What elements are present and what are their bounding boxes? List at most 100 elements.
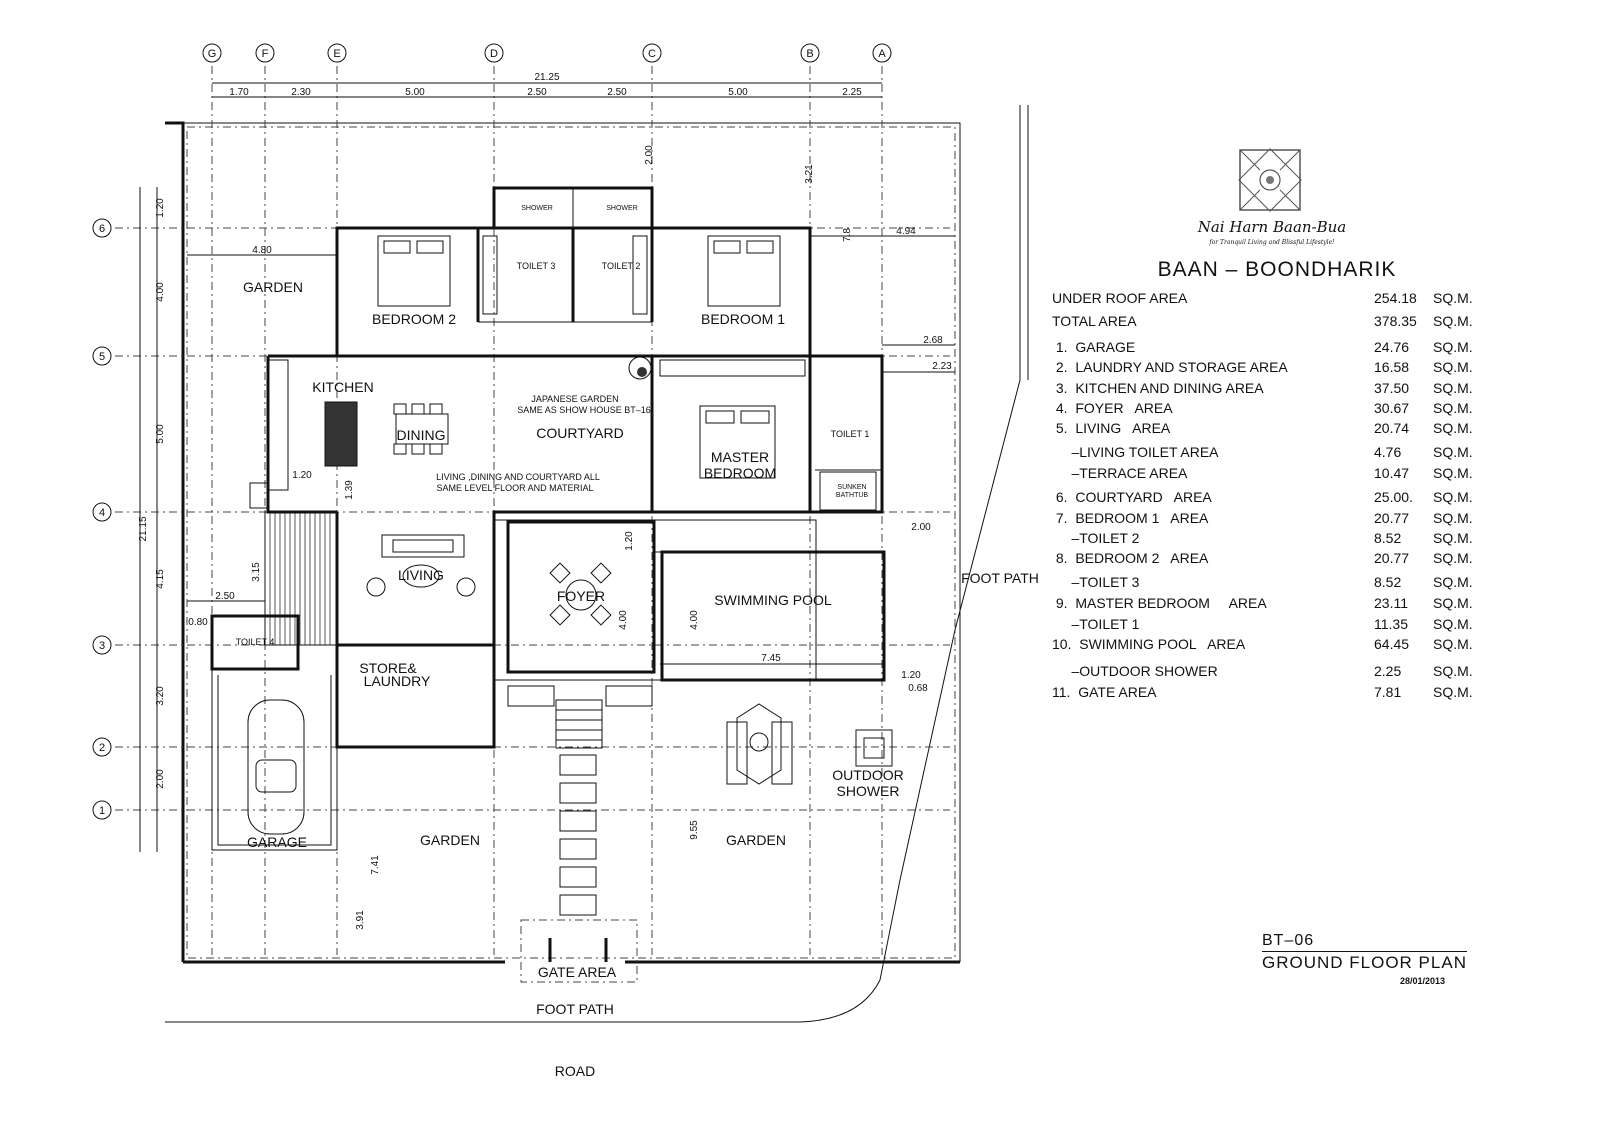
area-unit: SQ.M.	[1433, 444, 1473, 460]
area-unit: SQ.M.	[1433, 290, 1473, 306]
area-name: 11. GATE AREA	[1052, 684, 1157, 700]
area-value: 23.11	[1374, 595, 1408, 611]
area-value: 7.81	[1374, 684, 1402, 700]
svg-text:0.68: 0.68	[908, 683, 928, 694]
grid-bubble-3: 3	[92, 635, 112, 655]
svg-text:2.68: 2.68	[923, 335, 943, 346]
svg-text:2.50: 2.50	[607, 87, 627, 98]
grid-bubble-d: D	[484, 43, 504, 63]
label-garage: GARAGE	[247, 834, 307, 850]
label-road: ROAD	[555, 1063, 595, 1079]
svg-text:1.39: 1.39	[344, 480, 355, 500]
top-dimensions: 21.25 1.70 2.30 5.00 2.50 2.50 5.00 2.25	[212, 72, 882, 98]
area-value: 64.45	[1374, 636, 1410, 652]
area-unit: SQ.M.	[1433, 550, 1473, 566]
label-swimming-pool: SWIMMING POOL	[714, 592, 832, 608]
svg-text:4.00: 4.00	[155, 282, 166, 302]
label-toilet-1: TOILET 1	[831, 429, 870, 439]
grid-bubble-1: 1	[92, 800, 112, 820]
area-unit: SQ.M.	[1433, 400, 1473, 416]
label-foyer: FOYER	[557, 588, 605, 604]
svg-text:5.00: 5.00	[155, 424, 166, 444]
svg-text:2: 2	[99, 742, 105, 754]
drawing-date: 28/01/2013	[1400, 976, 1446, 986]
svg-text:7.41: 7.41	[370, 855, 381, 875]
svg-text:3.91: 3.91	[355, 910, 366, 930]
area-unit: SQ.M.	[1433, 313, 1473, 329]
area-value: 254.18	[1374, 290, 1417, 306]
lotus-logo-icon	[1238, 148, 1302, 212]
label-garden-nw: GARDEN	[243, 279, 303, 295]
svg-text:4: 4	[99, 507, 105, 519]
label-toilet-2: TOILET 2	[602, 261, 641, 271]
dim-top-total: 21.25	[534, 72, 559, 83]
drawing-title: GROUND FLOOR PLAN	[1262, 951, 1467, 972]
svg-text:6: 6	[99, 223, 105, 235]
drawing-code: BT–06	[1262, 932, 1315, 949]
label-toilet-3: TOILET 3	[517, 261, 556, 271]
label-garden-s1: GARDEN	[420, 832, 480, 848]
grid-bubble-b: B	[800, 43, 820, 63]
svg-text:4.15: 4.15	[155, 569, 166, 589]
area-value: 37.50	[1374, 380, 1410, 396]
svg-text:1.20: 1.20	[901, 670, 921, 681]
label-sunken: SUNKEN	[837, 484, 866, 491]
svg-text:1.20: 1.20	[292, 470, 312, 481]
svg-text:0.80: 0.80	[188, 617, 208, 628]
area-name: 9. MASTER BEDROOM AREA	[1052, 595, 1267, 611]
svg-text:7.45: 7.45	[761, 653, 781, 664]
brand-name: Nai Harn Baan-Bua	[1197, 218, 1347, 236]
label-shower-a: SHOWER	[521, 205, 553, 212]
label-bathtub: BATHTUB	[836, 492, 868, 499]
svg-text:3.15: 3.15	[251, 562, 262, 582]
svg-text:1.20: 1.20	[624, 531, 635, 551]
area-name: –TOILET 3	[1052, 574, 1140, 590]
area-value: 24.76	[1374, 339, 1410, 355]
area-unit: SQ.M.	[1433, 380, 1473, 396]
label-laundry: LAUNDRY	[364, 673, 431, 689]
area-value: 20.77	[1374, 510, 1410, 526]
label-japanese-garden: JAPANESE GARDEN	[531, 394, 618, 404]
label-outdoor: OUTDOOR	[832, 767, 904, 783]
area-name: –OUTDOOR SHOWER	[1052, 663, 1218, 679]
svg-text:A: A	[878, 48, 886, 60]
svg-text:3.21: 3.21	[804, 164, 815, 184]
label-store: STORE&	[359, 660, 417, 676]
area-name: TOTAL AREA	[1052, 313, 1137, 329]
area-unit: SQ.M.	[1433, 595, 1473, 611]
area-value: 20.74	[1374, 420, 1410, 436]
label-bedroom-1: BEDROOM 1	[701, 311, 785, 327]
area-name: 7. BEDROOM 1 AREA	[1052, 510, 1209, 526]
area-unit: SQ.M.	[1433, 663, 1473, 679]
area-unit: SQ.M.	[1433, 359, 1473, 375]
svg-text:2.00: 2.00	[644, 145, 655, 165]
svg-text:1.20: 1.20	[155, 198, 166, 218]
area-name: 8. BEDROOM 2 AREA	[1052, 550, 1209, 566]
svg-text:5: 5	[99, 351, 105, 363]
area-value: 8.52	[1374, 530, 1402, 546]
area-value: 11.35	[1374, 616, 1408, 632]
svg-text:5.00: 5.00	[405, 87, 425, 98]
svg-text:5.00: 5.00	[728, 87, 748, 98]
svg-text:4.94: 4.94	[896, 226, 916, 237]
brand-tagline: for Tranquil Living and Blissful Lifesty…	[1209, 239, 1335, 246]
area-row: 9. MASTER BEDROOM AREA 23.11 SQ.M.	[1052, 595, 1492, 615]
area-unit: SQ.M.	[1433, 636, 1473, 652]
area-name: –TERRACE AREA	[1052, 465, 1188, 481]
area-value: 20.77	[1374, 550, 1410, 566]
label-foot-path-south: FOOT PATH	[536, 1001, 614, 1017]
label-gate-area: GATE AREA	[538, 964, 617, 980]
area-value: 378.35	[1374, 313, 1417, 329]
area-row: 8. BEDROOM 2 AREA 20.77 SQ.M.	[1052, 550, 1492, 570]
area-value: 16.58	[1374, 359, 1410, 375]
area-unit: SQ.M.	[1433, 684, 1473, 700]
svg-text:B: B	[806, 48, 813, 60]
